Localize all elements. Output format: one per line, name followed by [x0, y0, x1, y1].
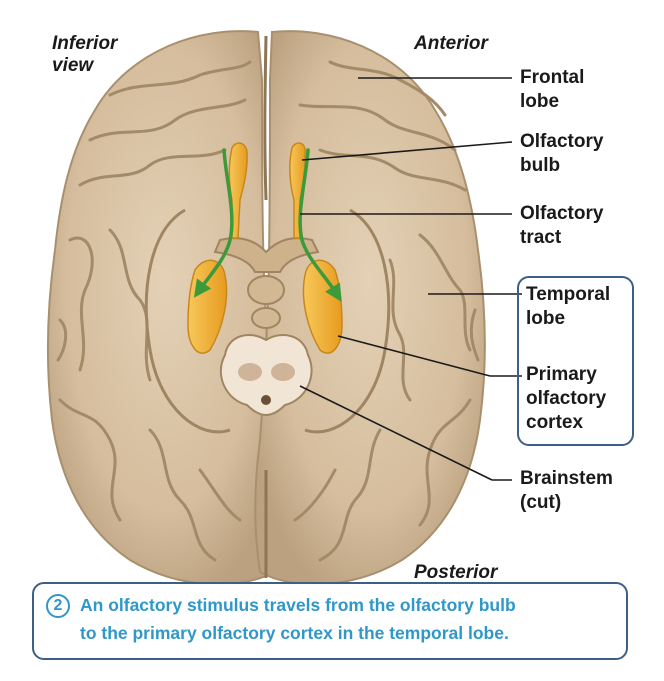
brainstem-cut [219, 334, 313, 417]
step-number-badge: 2 [46, 594, 70, 618]
signal-path-arrows [193, 148, 342, 302]
view-label-line1: Inferior [52, 33, 118, 54]
label-frontal-lobe: Frontal lobe [520, 66, 584, 114]
longitudinal-fissure [263, 35, 268, 201]
label-primary-olfactory-cortex-line2: olfactory [526, 388, 607, 409]
label-primary-olfactory-cortex-line3: cortex [526, 412, 584, 433]
highlight-box [517, 276, 634, 446]
caption-line2: to the primary olfactory cortex in the t… [80, 623, 509, 643]
label-temporal-lobe-line2: lobe [526, 308, 566, 329]
anterior-label: Anterior [414, 33, 488, 54]
label-temporal-lobe-line1: Temporal [526, 284, 611, 305]
label-olfactory-tract-line2: tract [520, 227, 562, 248]
label-olfactory-bulb: Olfactory bulb [520, 130, 603, 178]
posterior-label: Posterior [414, 562, 498, 583]
label-brainstem: Brainstem (cut) [520, 467, 613, 515]
pituitary-stalk [247, 275, 285, 305]
label-frontal-lobe-line1: Frontal [520, 67, 585, 88]
label-temporal-lobe: Temporal lobe [526, 283, 610, 331]
view-label: Inferior view [52, 33, 117, 77]
leader-brainstem [299, 385, 493, 481]
label-olfactory-bulb-line1: Olfactory [520, 131, 604, 152]
left-temporal-lobe-outline [144, 208, 231, 434]
label-primary-olfactory-cortex-line1: Primary [526, 364, 597, 385]
leader-olfactory-bulb [301, 141, 513, 161]
caption-box: 2 An olfactory stimulus travels from the… [32, 582, 628, 660]
optic-chiasm [213, 237, 320, 273]
label-brainstem-line2: (cut) [520, 492, 562, 513]
label-olfactory-tract-line1: Olfactory [520, 203, 604, 224]
caption-line1: An olfactory stimulus travels from the o… [80, 595, 516, 615]
label-frontal-lobe-line2: lobe [520, 91, 560, 112]
label-primary-olfactory-cortex: Primary olfactory cortex [526, 363, 606, 435]
label-brainstem-line1: Brainstem [520, 468, 613, 489]
right-temporal-lobe-outline [304, 208, 391, 434]
right-hemisphere [254, 30, 486, 586]
leader-lines [299, 77, 522, 481]
view-label-line2: view [52, 55, 94, 76]
label-olfactory-bulb-line2: bulb [520, 155, 561, 176]
mammillary-region [251, 307, 281, 329]
sulci-lines [56, 60, 480, 562]
leader-primary-olfactory-cortex [337, 335, 491, 377]
label-olfactory-tract: Olfactory tract [520, 202, 603, 250]
